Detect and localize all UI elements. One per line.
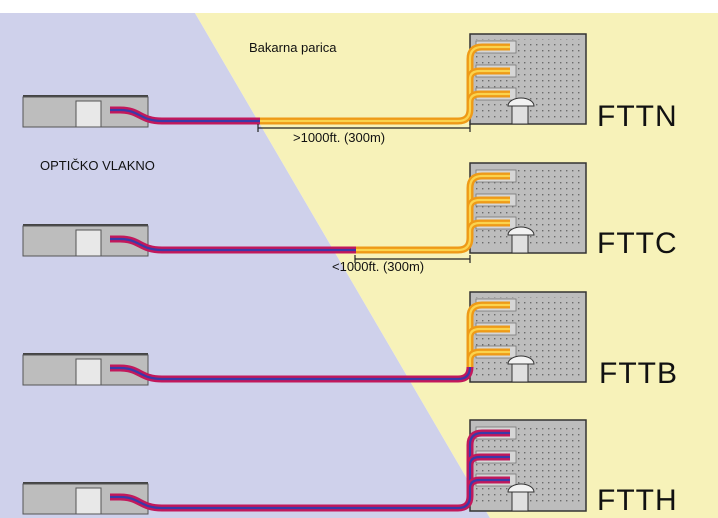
copper-region xyxy=(195,13,718,518)
fttn-copper-branch-3-core xyxy=(468,92,510,103)
fttc-door xyxy=(511,234,529,254)
fttn-label: FTTN xyxy=(597,100,678,133)
fttc-door-awning xyxy=(507,226,535,236)
fttb-copper-cable-core xyxy=(468,303,510,367)
fttb-door-awning xyxy=(507,355,535,365)
copper-pair-label: Bakarna parica xyxy=(249,40,337,55)
ftth-fiber-cable-core xyxy=(110,431,510,510)
fttb-central-office-door xyxy=(75,358,102,386)
ftth-door xyxy=(511,491,529,512)
fttb-fiber-cable-core xyxy=(110,366,472,381)
fttb-copper-branch-3-core xyxy=(468,350,510,361)
fttb-label: FTTB xyxy=(599,357,678,390)
ftth-central-office-door xyxy=(75,487,102,515)
fttn-copper-branch-2-core xyxy=(468,69,510,80)
fttn-fiber-cable-core xyxy=(110,108,260,123)
fttc-copper-cable-core xyxy=(356,174,510,252)
ftth-label: FTTH xyxy=(597,484,678,517)
fttn-copper-cable-core xyxy=(260,45,510,123)
fttc-distance-label: <1000ft. (300m) xyxy=(332,259,425,274)
ftth-door-awning xyxy=(507,483,535,493)
optical-fiber-label: OPTIČKO VLAKNO xyxy=(40,158,155,173)
fiber-region xyxy=(0,13,490,518)
fttc-central-office-door xyxy=(75,229,102,257)
fttn-distance-label: >1000ft. (300m) xyxy=(293,130,386,145)
fttc-label: FTTC xyxy=(597,227,678,260)
fttc-fiber-cable-core xyxy=(110,237,356,252)
fttb-door xyxy=(511,363,529,383)
fttn-door-awning xyxy=(507,97,535,107)
fttc-copper-branch-3-core xyxy=(468,221,510,232)
fttn-door xyxy=(511,105,529,125)
fttn-central-office-door xyxy=(75,100,102,128)
ftth-fiber-branch-3-core xyxy=(468,478,510,489)
ftth-fiber-branch-2-core xyxy=(468,455,510,466)
fttb-copper-branch-2-core xyxy=(468,327,510,338)
fttc-copper-branch-2-core xyxy=(468,198,510,209)
